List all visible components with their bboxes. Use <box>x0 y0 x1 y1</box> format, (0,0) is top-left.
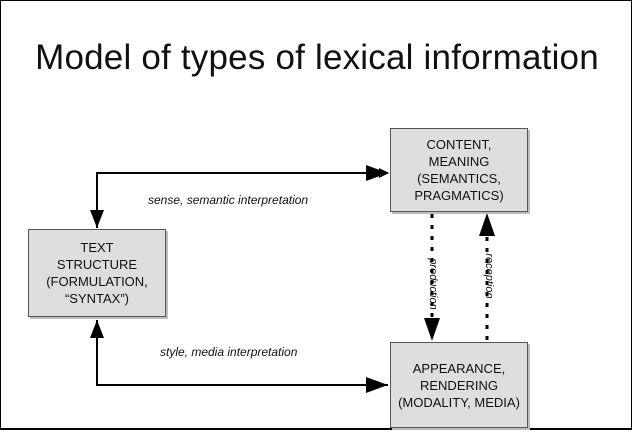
content-line-1: CONTENT, <box>426 137 492 152</box>
arrowhead-appearance <box>366 377 388 393</box>
content-line-2: MEANING <box>428 154 490 169</box>
appearance-line-2: RENDERING <box>419 377 498 393</box>
arrowhead-content <box>366 165 388 181</box>
text-line-3: (FORMULATION, <box>46 274 148 289</box>
appearance-rendering-box: APPEARANCE, RENDERING (MODALITY, MEDIA) <box>390 342 528 428</box>
connector-sense <box>96 168 389 228</box>
text-line-1: TEXT <box>80 240 114 255</box>
appearance-line-3: (MODALITY, MEDIA) <box>398 394 520 410</box>
label-production: production <box>427 258 439 310</box>
content-line-3: (SEMANTICS, <box>417 171 501 186</box>
text-structure-box: TEXT STRUCTURE (FORMULATION, “SYNTAX”) <box>28 229 166 317</box>
label-reception: reception <box>483 253 495 299</box>
arrowhead-production <box>424 318 440 341</box>
connector-style <box>96 320 388 386</box>
diagram-title: Model of types of lexical information <box>35 38 599 77</box>
label-style: style, media interpretation <box>160 345 298 359</box>
appearance-line-1: APPEARANCE, <box>412 360 506 376</box>
arrowhead-text-bottom <box>90 320 104 338</box>
content-meaning-box: CONTENT, MEANING (SEMANTICS, PRAGMATICS) <box>390 128 528 212</box>
arrowhead-text-top <box>90 210 104 228</box>
arrowhead-reception <box>479 213 495 236</box>
label-sense: sense, semantic interpretation <box>148 193 309 207</box>
content-line-4: PRAGMATICS) <box>414 188 504 203</box>
text-line-2: STRUCTURE <box>56 257 138 272</box>
text-line-4: “SYNTAX”) <box>64 291 130 306</box>
